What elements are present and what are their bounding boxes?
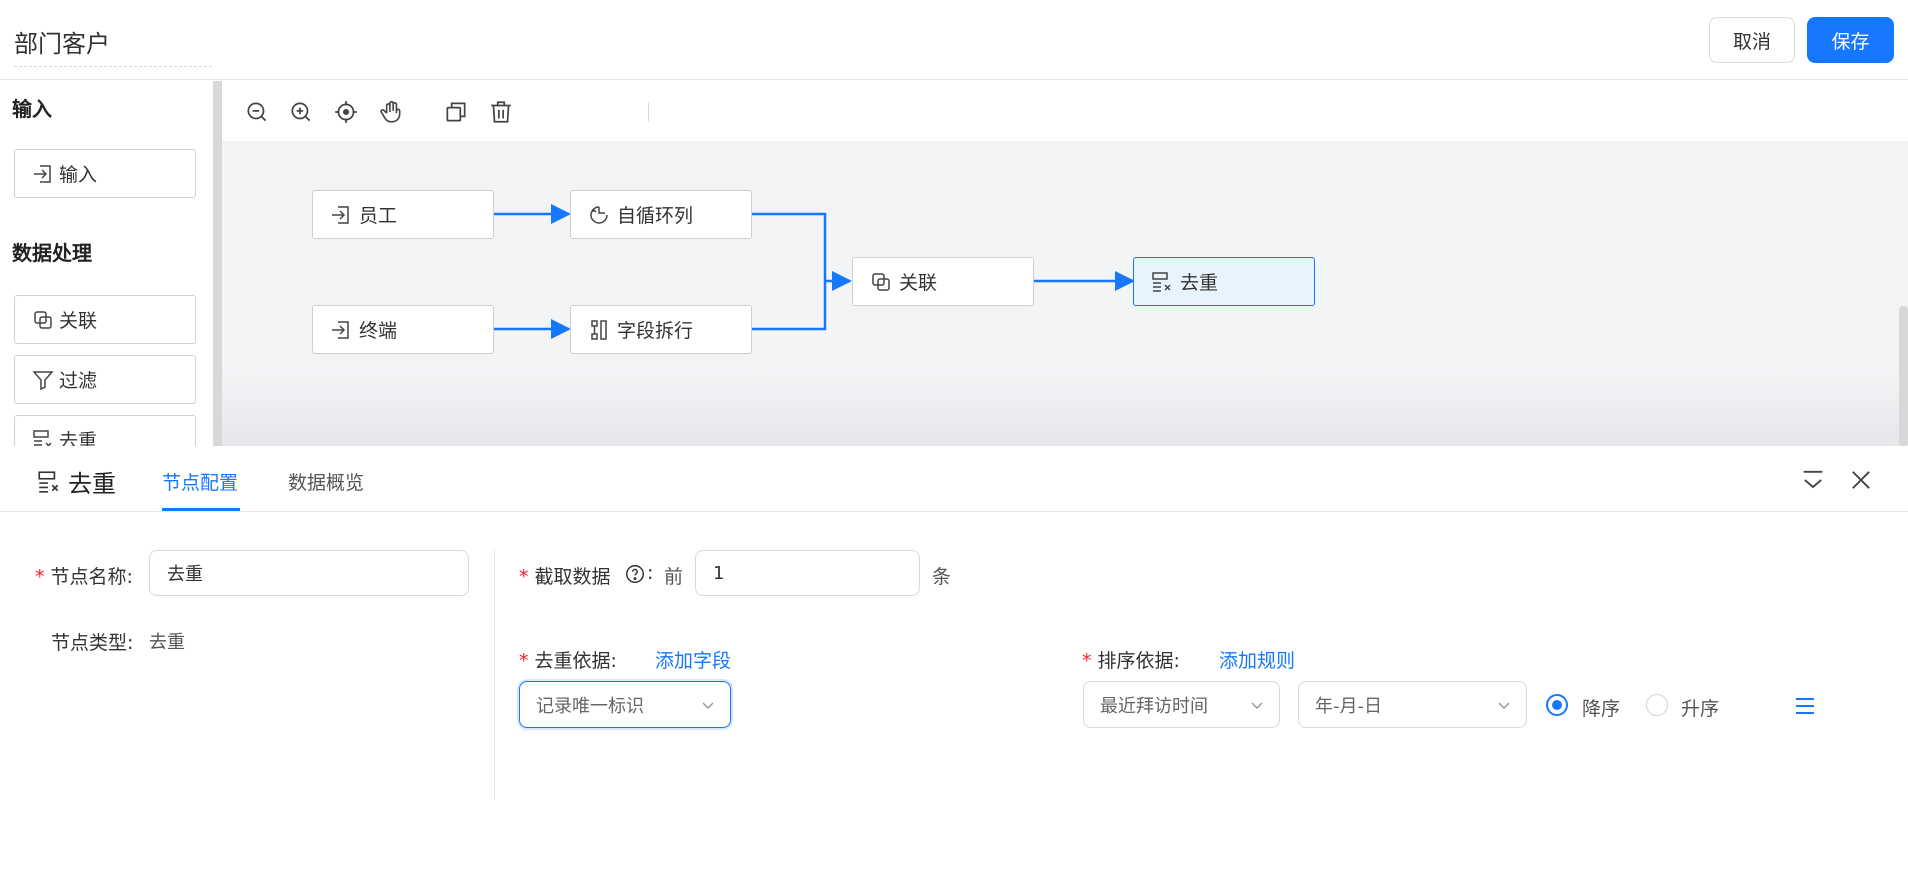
order-asc-label: 升序: [1681, 698, 1720, 720]
save-button[interactable]: 保存: [1807, 17, 1894, 63]
loop-icon: [587, 203, 611, 227]
node-label: 关联: [899, 272, 938, 294]
node-name-input[interactable]: 去重: [149, 550, 469, 596]
flow-canvas[interactable]: 员工 自循环列 终端 字段拆行 关联 去重: [222, 141, 1908, 446]
node-name-label: *节点名称:: [35, 566, 133, 588]
filter-icon: [31, 368, 55, 392]
delete-icon[interactable]: [486, 97, 516, 127]
node-label: 自循环列: [617, 205, 694, 227]
select-value: 记录唯一标识: [536, 695, 644, 717]
active-tab-indicator: [162, 508, 240, 511]
flow-node-loop[interactable]: 自循环列: [570, 190, 752, 239]
flow-node-dedupe[interactable]: 去重: [1133, 257, 1315, 306]
truncate-count-input[interactable]: 1: [695, 550, 920, 596]
flow-node-join[interactable]: 关联: [852, 257, 1034, 306]
dedupe-icon: [36, 469, 62, 495]
truncate-suffix: 条: [932, 566, 952, 588]
join-icon: [31, 308, 55, 332]
truncate-prefix: 前: [664, 566, 684, 588]
join-icon: [869, 270, 893, 294]
pan-hand-icon[interactable]: [376, 97, 406, 127]
sort-basis-label: *排序依据:: [1082, 650, 1180, 672]
select-value: 最近拜访时间: [1100, 695, 1208, 717]
palette-item-label: 关联: [59, 310, 98, 332]
canvas-toolbar: [222, 81, 1908, 141]
panel-node-title: 去重: [36, 464, 116, 499]
input-icon: [329, 318, 353, 342]
sort-field-select[interactable]: 最近拜访时间: [1083, 681, 1280, 728]
drag-handle-icon[interactable]: [1793, 694, 1817, 718]
select-value: 年-月-日: [1315, 695, 1382, 717]
input-icon: [31, 162, 55, 186]
palette-item-label: 去重: [59, 430, 98, 446]
locate-icon[interactable]: [331, 97, 361, 127]
palette-section-title: 输入: [12, 97, 52, 121]
chevron-down-icon: [702, 702, 714, 710]
add-rule-link[interactable]: 添加规则: [1219, 650, 1296, 672]
truncate-label: *截取数据: [519, 566, 611, 588]
chevron-down-icon: [1498, 702, 1510, 710]
copy-icon[interactable]: [441, 97, 471, 127]
colon: :: [647, 562, 654, 584]
canvas-scrollbar[interactable]: [1899, 306, 1908, 446]
palette-item-label: 输入: [59, 164, 98, 186]
node-label: 去重: [1180, 272, 1219, 294]
palette-item-label: 过滤: [59, 370, 98, 392]
tab-data-preview[interactable]: 数据概览: [288, 472, 365, 494]
node-type-value: 去重: [149, 632, 185, 653]
split-icon: [587, 318, 611, 342]
node-config-panel: 去重 节点配置 数据概览 *节点名称: 去重 节点类型: 去重 *截取数据 : …: [0, 446, 1908, 891]
node-label: 终端: [359, 320, 398, 342]
node-label: 字段拆行: [617, 320, 694, 342]
flow-node-terminal[interactable]: 终端: [312, 305, 494, 354]
dedupe-basis-label: *去重依据:: [519, 650, 617, 672]
sidebar-scrollbar[interactable]: [213, 81, 222, 446]
flow-edges: [494, 204, 1135, 339]
page-header: 部门客户 取消 保存: [0, 0, 1908, 80]
cancel-button[interactable]: 取消: [1709, 17, 1795, 63]
flow-node-employee[interactable]: 员工: [312, 190, 494, 239]
palette-item-join[interactable]: 关联: [14, 295, 196, 344]
node-label: 员工: [359, 205, 398, 227]
close-icon[interactable]: [1847, 466, 1875, 494]
tab-node-config[interactable]: 节点配置: [162, 472, 239, 494]
chevron-down-icon: [1251, 702, 1263, 710]
toolbar-separator: [648, 102, 649, 122]
panel-node-title-text: 去重: [68, 470, 116, 498]
page-title: 部门客户: [14, 30, 110, 58]
flow-node-split[interactable]: 字段拆行: [570, 305, 752, 354]
zoom-in-icon[interactable]: [286, 97, 316, 127]
palette-item-dedupe[interactable]: 去重: [14, 415, 196, 446]
dedupe-icon: [31, 428, 55, 446]
add-field-link[interactable]: 添加字段: [655, 650, 732, 672]
panel-header: 去重 节点配置 数据概览: [0, 446, 1908, 512]
input-icon: [329, 203, 353, 227]
zoom-out-icon[interactable]: [242, 97, 272, 127]
dedupe-field-select[interactable]: 记录唯一标识: [519, 681, 731, 728]
palette-section-title: 数据处理: [12, 241, 92, 265]
dedupe-icon: [1150, 270, 1174, 294]
title-underline: [14, 66, 212, 67]
order-desc-label: 降序: [1582, 698, 1621, 720]
collapse-icon[interactable]: [1799, 466, 1827, 494]
palette-item-input[interactable]: 输入: [14, 149, 196, 198]
order-asc-radio[interactable]: [1646, 694, 1668, 716]
help-icon[interactable]: [624, 563, 646, 585]
order-desc-radio[interactable]: [1546, 694, 1568, 716]
node-type-label: 节点类型:: [51, 632, 134, 654]
palette-item-filter[interactable]: 过滤: [14, 355, 196, 404]
panel-divider: [494, 550, 495, 800]
date-format-select[interactable]: 年-月-日: [1298, 681, 1527, 728]
edge-loop-join: [752, 212, 827, 331]
node-palette: 输入 输入 数据处理 关联 过滤 去重: [0, 81, 212, 446]
